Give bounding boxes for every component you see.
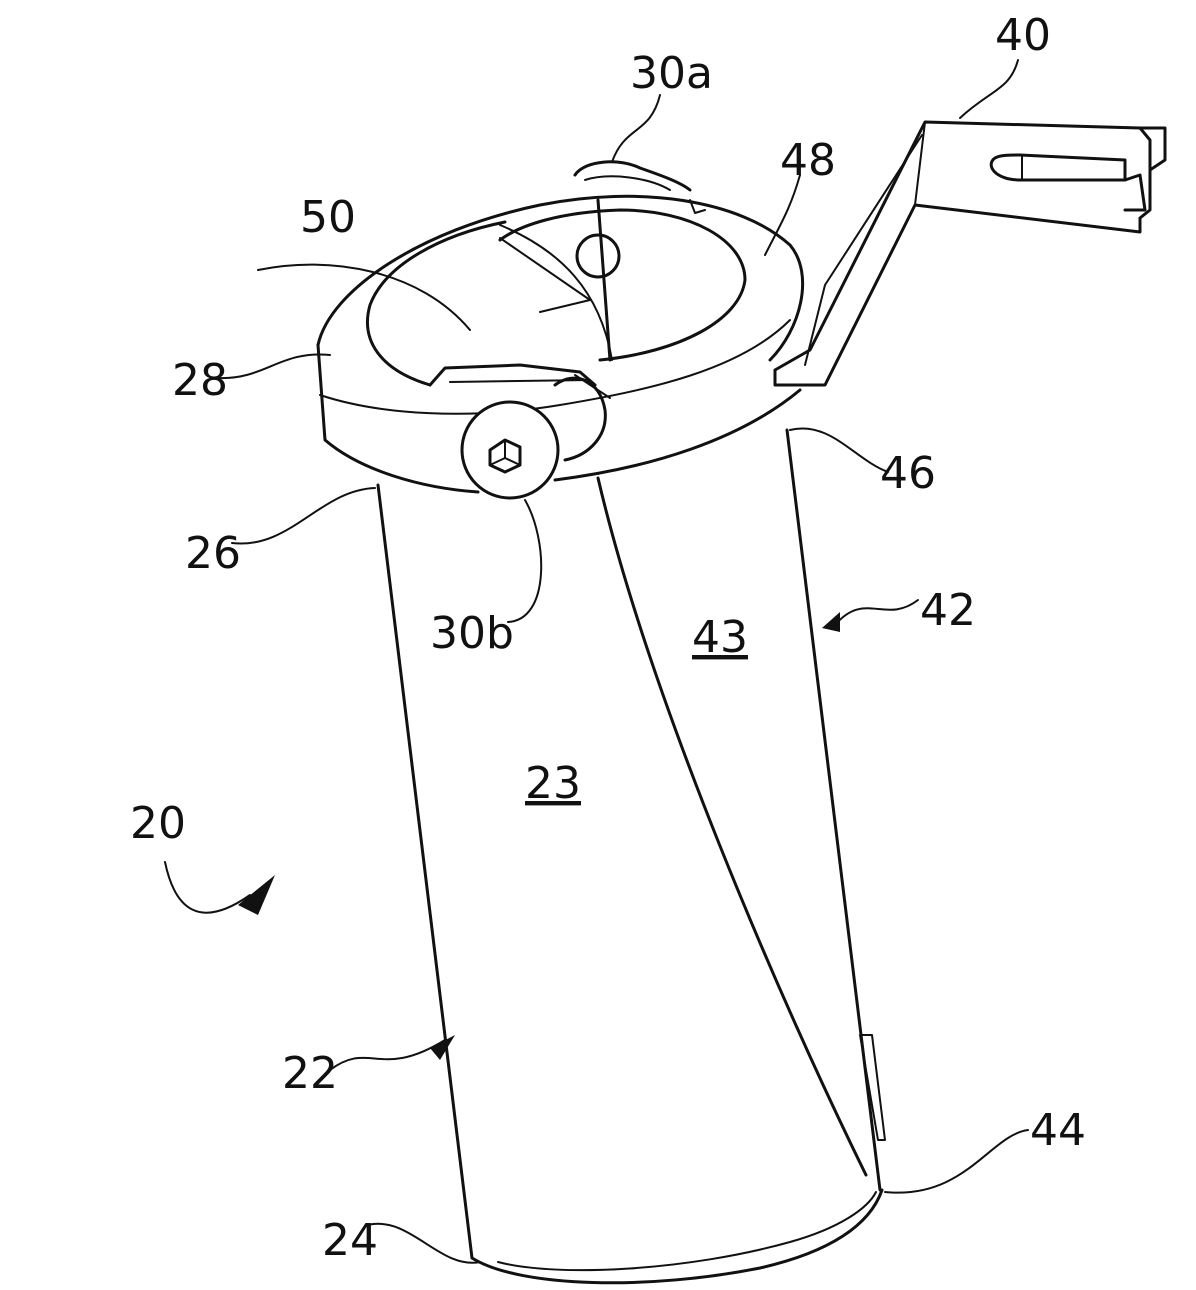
leader-30b xyxy=(508,500,541,622)
leader-20 xyxy=(165,862,250,913)
cylinder-body xyxy=(378,430,885,1283)
label-26: 26 xyxy=(185,528,241,579)
leader-42 xyxy=(835,600,918,625)
label-46: 46 xyxy=(880,448,936,499)
label-48: 48 xyxy=(780,135,836,186)
leader-50 xyxy=(258,265,470,330)
leader-26 xyxy=(232,488,375,544)
leader-30a xyxy=(612,95,660,162)
label-28: 28 xyxy=(172,355,228,406)
arrow-20 xyxy=(238,875,275,915)
side-screw xyxy=(462,375,610,498)
label-30b: 30b xyxy=(430,608,514,659)
label-44: 44 xyxy=(1030,1105,1086,1156)
label-23: 23 xyxy=(525,758,581,809)
leader-44 xyxy=(885,1130,1028,1193)
leader-22 xyxy=(330,1040,445,1070)
label-30a: 30a xyxy=(630,48,713,99)
arrowheads xyxy=(238,612,840,1060)
label-20: 20 xyxy=(130,798,186,849)
label-42: 42 xyxy=(920,585,976,636)
label-22: 22 xyxy=(282,1048,338,1099)
top-collar xyxy=(318,162,803,492)
label-24: 24 xyxy=(322,1215,378,1266)
label-43: 43 xyxy=(692,612,748,663)
label-50: 50 xyxy=(300,192,356,243)
arrow-22 xyxy=(430,1035,455,1060)
leader-24 xyxy=(368,1224,480,1263)
arrow-42 xyxy=(822,612,840,632)
reference-labels: 40 30a 48 50 28 46 26 30b 42 43 23 20 22… xyxy=(130,10,1086,1266)
leader-28 xyxy=(218,354,330,378)
leader-48 xyxy=(765,175,800,255)
leader-40 xyxy=(960,60,1018,118)
label-40: 40 xyxy=(995,10,1051,61)
leader-46 xyxy=(790,428,888,472)
